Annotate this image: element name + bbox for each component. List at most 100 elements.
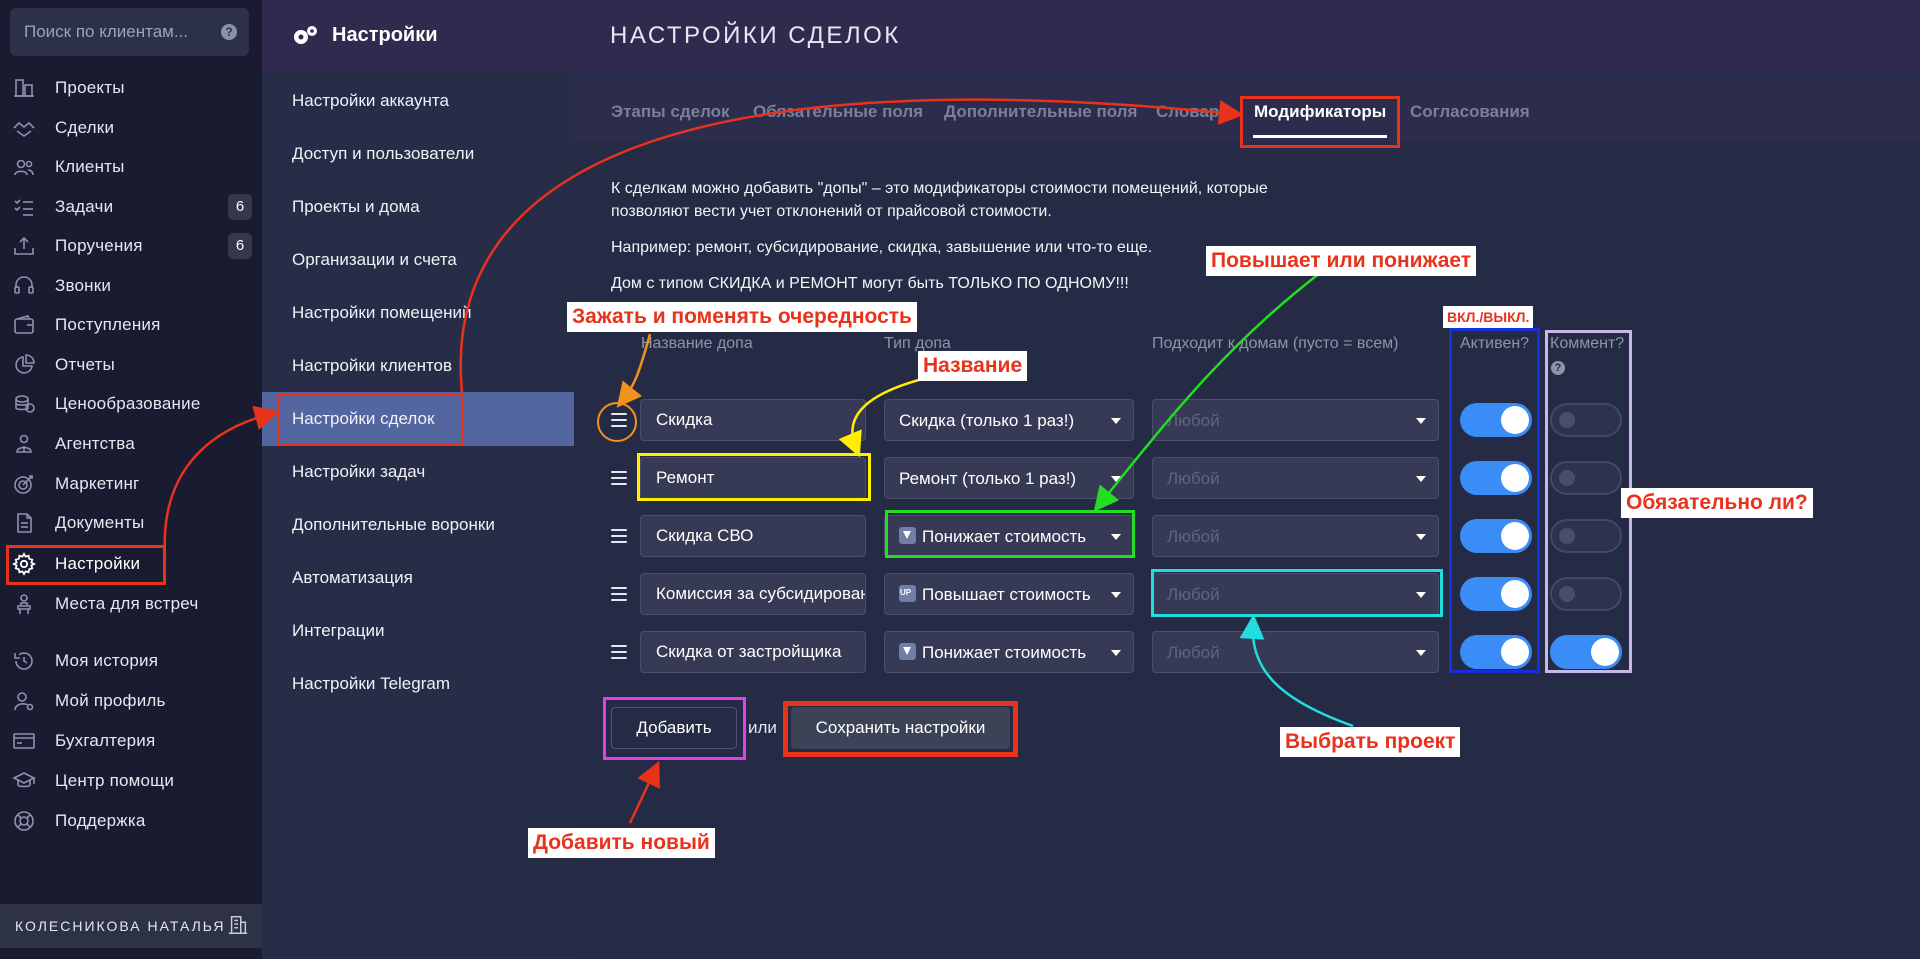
client-search-input[interactable]	[10, 8, 210, 56]
wallet-icon	[14, 315, 34, 334]
tab-required-fields[interactable]: Обязательные поля	[753, 102, 924, 121]
annotation-box-modifiers-tab	[1240, 96, 1400, 148]
nav-reports[interactable]: Отчеты	[0, 347, 262, 383]
drag-handle-icon[interactable]	[611, 645, 627, 659]
settings-item-access[interactable]: Доступ и пользователи	[262, 127, 574, 181]
modifier-type-select[interactable]: Понижает стоимость	[884, 631, 1134, 673]
modifier-type-value: Повышает стоимость	[922, 585, 1091, 604]
modifier-name-input[interactable]	[640, 457, 866, 499]
comment-toggle[interactable]	[1550, 519, 1622, 553]
description-line: позволяют вести учет отклонений от прайс…	[611, 203, 1052, 220]
active-toggle[interactable]	[1460, 577, 1532, 611]
houses-select[interactable]: Любой	[1152, 573, 1439, 615]
houses-select[interactable]: Любой	[1152, 399, 1439, 441]
nav-marketing[interactable]: Маркетинг	[0, 466, 262, 502]
settings-item-premises[interactable]: Настройки помещений	[262, 286, 574, 340]
modifier-type-value: Понижает стоимость	[922, 643, 1087, 662]
settings-item-organizations[interactable]: Организации и счета	[262, 233, 574, 287]
active-toggle[interactable]	[1460, 635, 1532, 669]
nav-label: Сделки	[55, 118, 115, 137]
active-toggle[interactable]	[1460, 461, 1532, 495]
search-help-icon[interactable]: ?	[221, 24, 237, 40]
active-toggle[interactable]	[1460, 403, 1532, 437]
support-icon	[14, 811, 34, 831]
settings-item-deals[interactable]: Настройки сделок	[262, 392, 574, 446]
nav-my-profile[interactable]: Мой профиль	[0, 683, 262, 719]
current-user-name: КОЛЕСНИКОВА НАТАЛЬЯ	[15, 918, 226, 934]
current-user-bar[interactable]: КОЛЕСНИКОВА НАТАЛЬЯ	[0, 904, 262, 948]
gear-icon	[12, 552, 36, 576]
building-icon[interactable]	[227, 914, 249, 936]
nav-my-history[interactable]: Моя история	[0, 643, 262, 679]
active-toggle[interactable]	[1460, 519, 1532, 553]
annotation-box-deal-settings	[277, 393, 464, 446]
pie-chart-icon	[15, 354, 35, 374]
nav-projects[interactable]: Проекты	[0, 70, 262, 106]
tab-approvals[interactable]: Согласования	[1410, 102, 1530, 121]
drag-handle-icon[interactable]	[611, 471, 627, 485]
nav-label: Бухгалтерия	[55, 731, 156, 750]
add-modifier-button[interactable]: Добавить	[611, 707, 737, 749]
headset-icon	[14, 276, 34, 294]
settings-item-integrations[interactable]: Интеграции	[262, 604, 574, 658]
drag-handle-icon[interactable]	[611, 587, 627, 601]
annotation-box-save-button	[783, 701, 1018, 757]
nav-support[interactable]: Поддержка	[0, 803, 262, 839]
houses-select[interactable]: Любой	[1152, 631, 1439, 673]
houses-select[interactable]: Любой	[1152, 457, 1439, 499]
modifier-name-input[interactable]	[640, 631, 866, 673]
settings-item-projects[interactable]: Проекты и дома	[262, 180, 574, 234]
modifier-type-select[interactable]: Повышает стоимость	[884, 573, 1134, 615]
houses-select[interactable]: Любой	[1152, 515, 1439, 557]
comment-toggle[interactable]	[1550, 461, 1622, 495]
settings-item-funnels[interactable]: Дополнительные воронки	[262, 498, 574, 552]
chevron-down-icon	[1416, 418, 1426, 424]
annotation-on-off: ВКЛ./ВЫКЛ.	[1443, 306, 1534, 328]
settings-item-label: Автоматизация	[292, 568, 413, 587]
nav-calls[interactable]: Звонки	[0, 268, 262, 304]
settings-item-label: Проекты и дома	[292, 197, 420, 216]
nav-settings[interactable]: Настройки	[0, 546, 262, 582]
modifier-name-input[interactable]	[640, 573, 866, 615]
comment-help-icon[interactable]: ?	[1551, 361, 1565, 375]
annotation-box-houses	[1151, 569, 1443, 617]
settings-item-automation[interactable]: Автоматизация	[262, 551, 574, 605]
nav-tasks[interactable]: Задачи 6	[0, 189, 262, 225]
nav-deals[interactable]: Сделки	[0, 110, 262, 146]
chevron-down-icon	[1111, 592, 1121, 598]
nav-pricing[interactable]: Ценообразование	[0, 386, 262, 422]
nav-payments[interactable]: Поступления	[0, 307, 262, 343]
modifier-type-select[interactable]: Ремонт (только 1 раз!)	[884, 457, 1134, 499]
assignments-icon	[14, 236, 34, 255]
nav-documents[interactable]: Документы	[0, 505, 262, 541]
comment-toggle[interactable]	[1550, 577, 1622, 611]
nav-label: Поручения	[55, 236, 143, 255]
nav-assignments[interactable]: Поручения 6	[0, 228, 262, 264]
settings-item-label: Организации и счета	[292, 250, 457, 269]
modifier-name-input[interactable]	[640, 399, 866, 441]
tab-modifiers[interactable]: Модификаторы	[1254, 102, 1387, 121]
nav-agencies[interactable]: Агентства	[0, 426, 262, 462]
settings-item-clients[interactable]: Настройки клиентов	[262, 339, 574, 393]
tab-additional-fields[interactable]: Дополнительные поля	[944, 102, 1138, 121]
comment-toggle[interactable]	[1550, 635, 1622, 669]
save-settings-button[interactable]: Сохранить настройки	[791, 707, 1010, 749]
settings-item-tasks[interactable]: Настройки задач	[262, 445, 574, 499]
nav-meeting-places[interactable]: Места для встреч	[0, 586, 262, 622]
settings-item-telegram[interactable]: Настройки Telegram	[262, 657, 574, 711]
nav-label: Ценообразование	[55, 394, 201, 413]
nav-accounting[interactable]: Бухгалтерия	[0, 723, 262, 759]
client-search[interactable]: ?	[10, 8, 249, 56]
tab-dictionaries[interactable]: Словари	[1156, 102, 1230, 121]
tab-deal-stages[interactable]: Этапы сделок	[611, 102, 730, 121]
drag-handle-icon[interactable]	[611, 529, 627, 543]
page-title: НАСТРОЙКИ СДЕЛОК	[610, 22, 901, 49]
modifier-type-select[interactable]: Скидка (только 1 раз!)	[884, 399, 1134, 441]
modifier-name-input[interactable]	[640, 515, 866, 557]
settings-item-account[interactable]: Настройки аккаунта	[262, 74, 574, 128]
nav-label: Задачи	[55, 197, 114, 216]
column-header-active: Активен?	[1460, 335, 1530, 352]
nav-help-center[interactable]: Центр помощи	[0, 763, 262, 799]
nav-clients[interactable]: Клиенты	[0, 149, 262, 185]
comment-toggle[interactable]	[1550, 403, 1622, 437]
